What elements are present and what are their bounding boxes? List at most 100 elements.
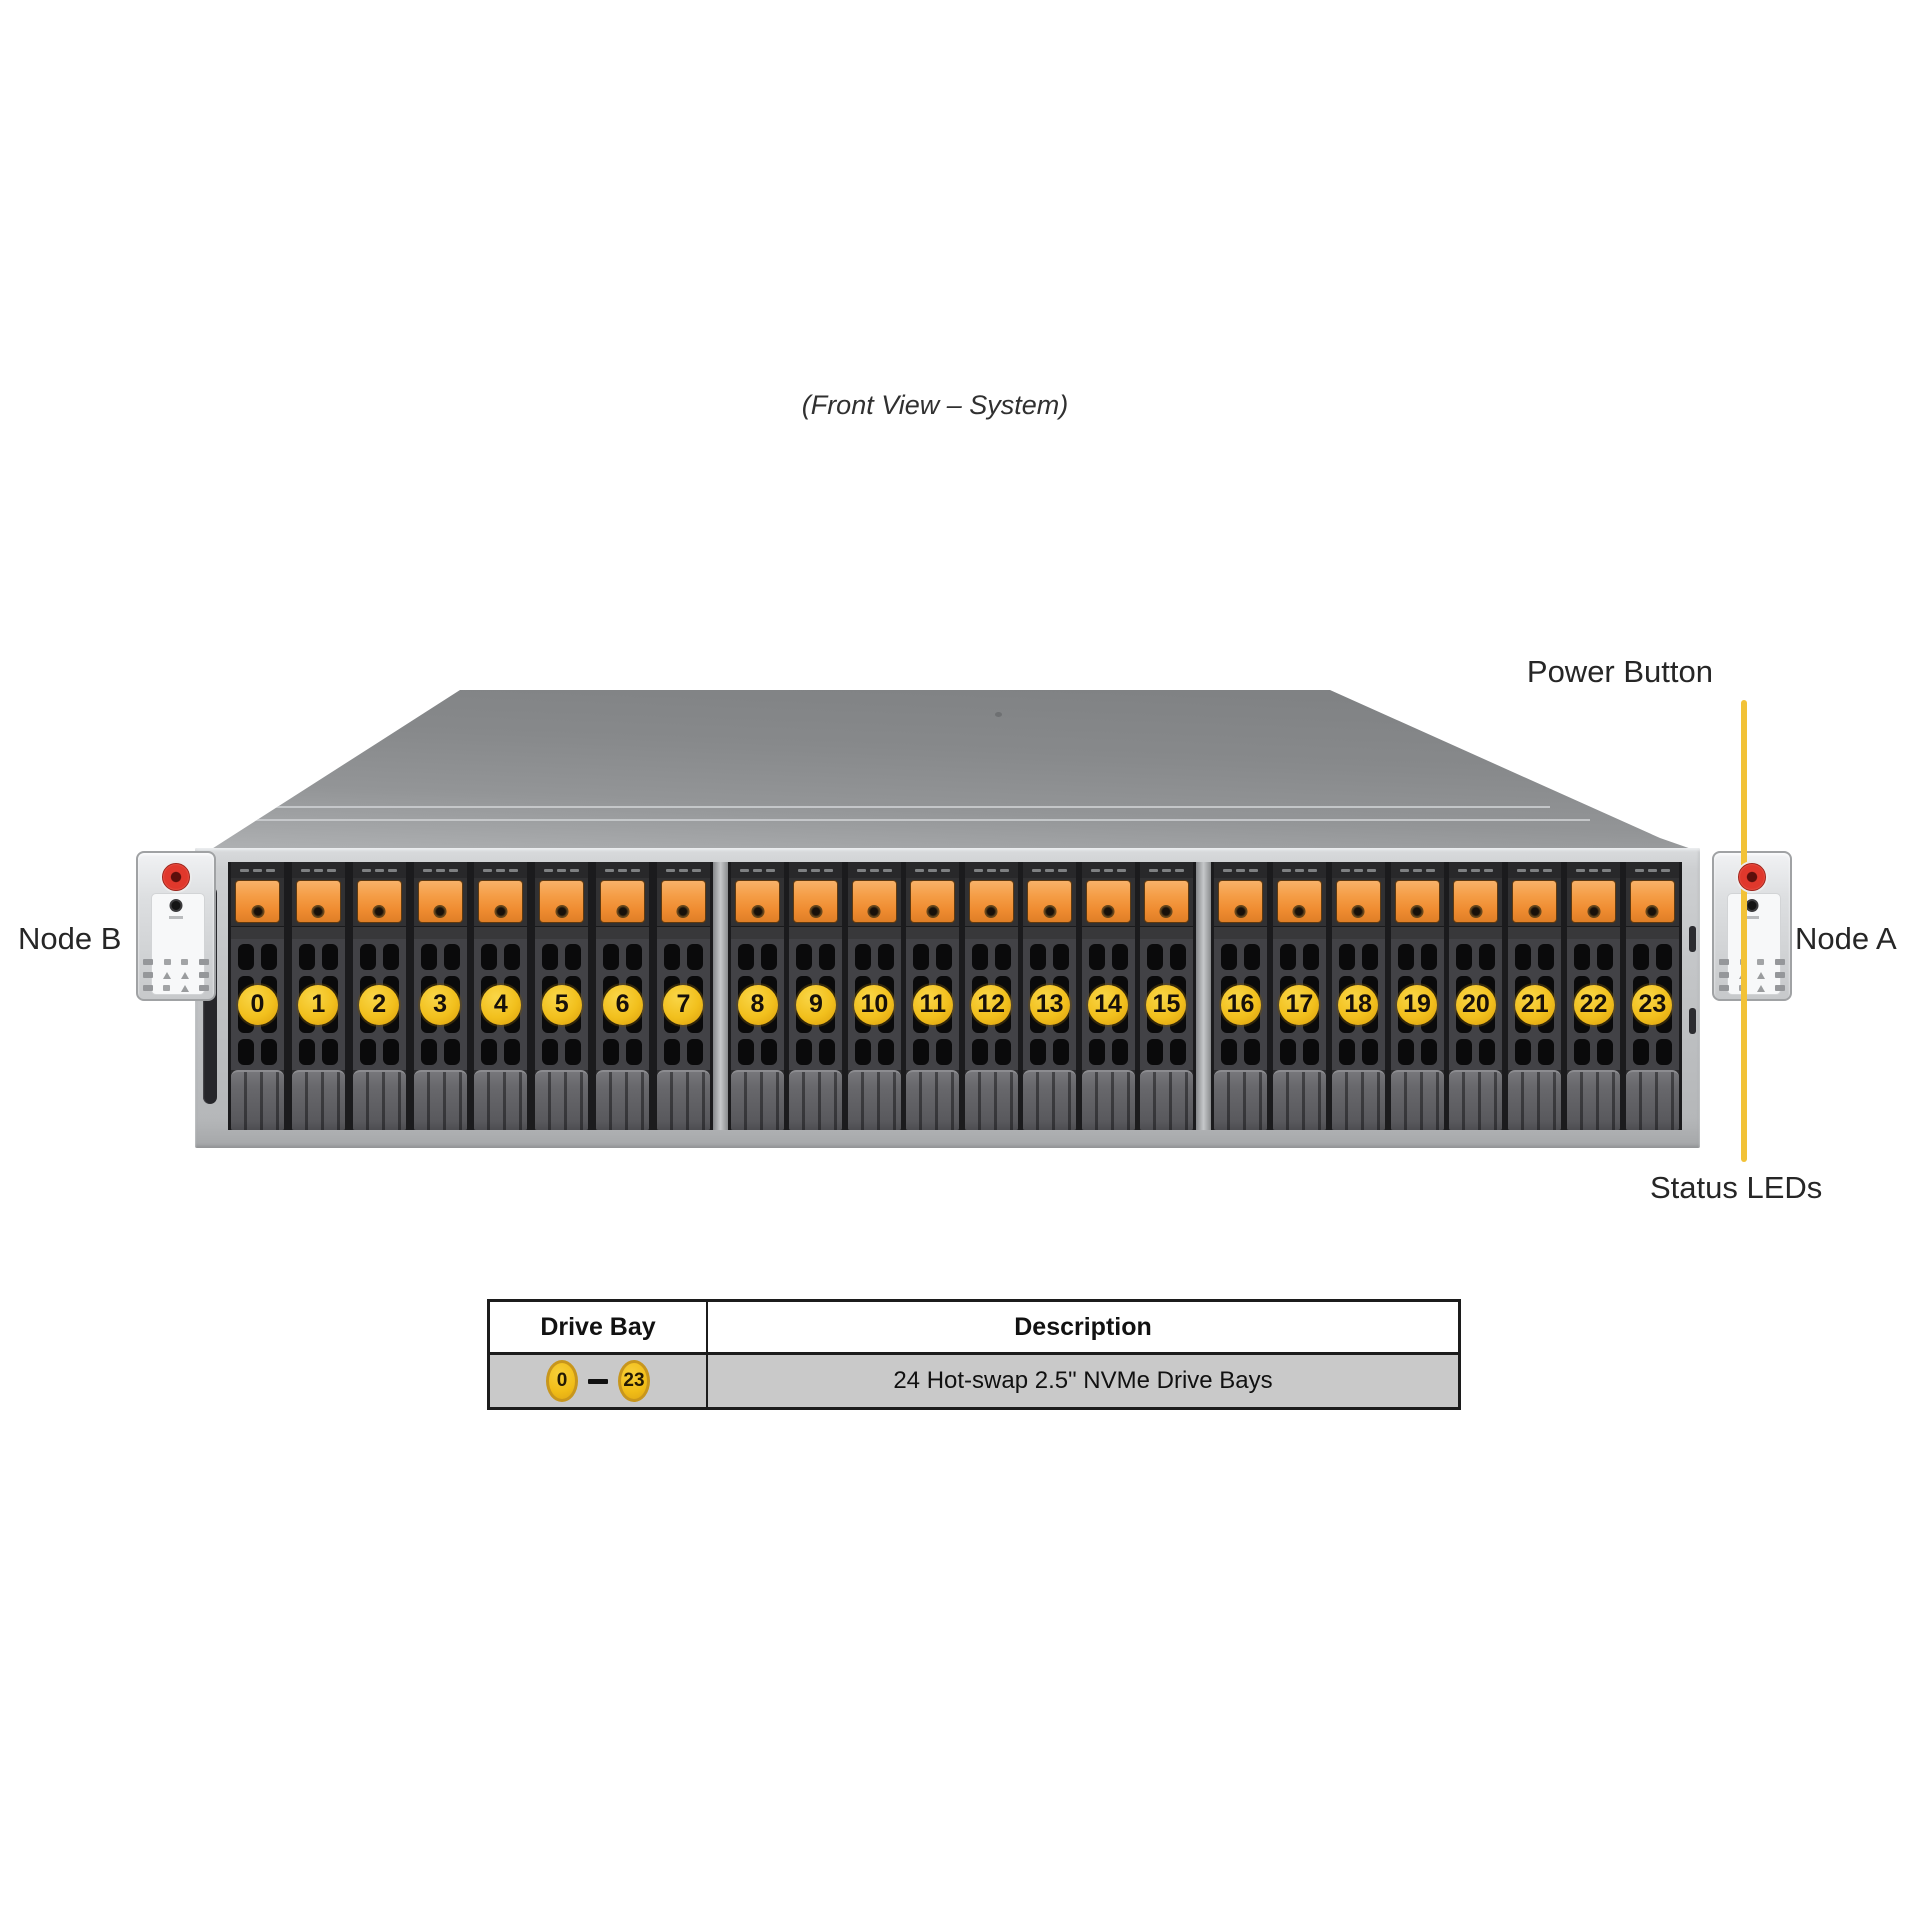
drive-tray: 0 (231, 862, 284, 1130)
tray-handle (1567, 1070, 1621, 1130)
tray-vents: 0 (231, 939, 284, 1070)
drive-tray: 3 (413, 862, 467, 1130)
drive-bay-table: Drive Bay Description 0 23 24 Hot-swap 2… (487, 1299, 1461, 1410)
drive-bay-number: 10 (854, 984, 895, 1025)
tray-label-strip (1449, 862, 1503, 878)
led-icon (1719, 985, 1729, 991)
tray-handle (231, 1070, 284, 1130)
tray-latch (1139, 878, 1193, 926)
vent-slot (663, 944, 680, 970)
tray-handle (1449, 1070, 1503, 1130)
vent-slot (359, 1039, 376, 1065)
tray-latch (964, 878, 1018, 926)
vent-slot (913, 1039, 930, 1065)
tray-latch (656, 878, 710, 926)
vent-slot (1574, 944, 1591, 970)
vent-slot (1053, 944, 1070, 970)
tray-vents: 5 (535, 939, 589, 1070)
drive-tray: 5 (535, 862, 589, 1130)
vent-slot (382, 1039, 399, 1065)
tray-handle (1390, 1070, 1444, 1130)
vent-slot (854, 1039, 871, 1065)
drive-bay-number: 15 (1146, 984, 1187, 1025)
tray-vents: 16 (1214, 939, 1267, 1070)
lock-keyhole-icon (809, 905, 823, 918)
reset-button-icon (1745, 899, 1759, 912)
latch-release-button (356, 880, 402, 923)
lock-keyhole-icon (1159, 905, 1173, 918)
tray-vents: 17 (1272, 939, 1326, 1070)
tray-label-strip (731, 862, 784, 878)
drive-bay-number: 7 (663, 984, 704, 1025)
drive-tray: 1 (291, 862, 345, 1130)
vent-slot (238, 1039, 254, 1065)
drive-bay-number: 16 (1220, 984, 1261, 1025)
led-icon (1757, 959, 1765, 965)
vent-slot (1338, 944, 1355, 970)
tray-label-strip (1508, 862, 1562, 878)
drive-bay-number: 3 (420, 984, 461, 1025)
bay-badge-start: 0 (546, 1360, 578, 1402)
tray-handle (906, 1070, 960, 1130)
latch-release-button (539, 880, 585, 923)
vent-slot (443, 944, 460, 970)
drive-bay-number: 23 (1632, 984, 1673, 1025)
tray-latch (291, 878, 345, 926)
vent-slot (504, 944, 521, 970)
vent-slot (1146, 944, 1163, 970)
vent-slot (1111, 944, 1128, 970)
table-cell-bay-range: 0 23 (490, 1355, 708, 1407)
drive-bay-number: 0 (237, 984, 278, 1025)
vent-slot (321, 1039, 338, 1065)
lock-keyhole-icon (1469, 905, 1483, 918)
tray-latch (906, 878, 960, 926)
vent-slot (913, 944, 930, 970)
drive-tray: 14 (1081, 862, 1135, 1130)
drive-bay-number: 8 (737, 984, 778, 1025)
latch-release-button (735, 880, 780, 923)
vent-slot (761, 944, 777, 970)
tray-latch (352, 878, 406, 926)
tray-label-strip (413, 862, 467, 878)
vent-slot (1420, 1039, 1437, 1065)
drive-tray: 22 (1567, 862, 1621, 1130)
table-header-drive-bay: Drive Bay (490, 1302, 708, 1352)
vent-slot (1632, 944, 1649, 970)
tray-handle (1272, 1070, 1326, 1130)
tray-latch (1625, 878, 1679, 926)
tray-handle (731, 1070, 784, 1130)
tray-latch (1023, 878, 1077, 926)
vent-slot (626, 1039, 643, 1065)
tray-latch (847, 878, 901, 926)
vent-slot (321, 944, 338, 970)
led-icon (1775, 972, 1785, 978)
vent-slot (796, 944, 813, 970)
drive-bay-number: 20 (1455, 984, 1496, 1025)
vent-slot (1632, 1039, 1649, 1065)
tray-handle (1625, 1070, 1679, 1130)
drive-tray: 23 (1625, 862, 1679, 1130)
warning-triangle-icon (1757, 971, 1765, 979)
table-header-row: Drive Bay Description (490, 1302, 1458, 1355)
lock-keyhole-icon (1587, 905, 1601, 918)
led-icon (1756, 984, 1765, 992)
vent-slot (565, 1039, 582, 1065)
lock-keyhole-icon (494, 905, 508, 918)
vent-slot (542, 1039, 559, 1065)
tray-vents: 19 (1390, 939, 1444, 1070)
tray-latch (1214, 878, 1267, 926)
tray-handle (352, 1070, 406, 1130)
tray-latch (1390, 878, 1444, 926)
vent-slot (819, 944, 836, 970)
vent-slot (1515, 1039, 1532, 1065)
tray-handle (789, 1070, 843, 1130)
drive-bay-number: 17 (1279, 984, 1320, 1025)
vent-slot (761, 1039, 777, 1065)
tray-latch (413, 878, 467, 926)
led-icon (1719, 972, 1729, 978)
tray-vents: 10 (847, 939, 901, 1070)
tray-handle (1023, 1070, 1077, 1130)
vent-slot (261, 944, 277, 970)
led-row (142, 971, 210, 979)
tray-vents: 3 (413, 939, 467, 1070)
